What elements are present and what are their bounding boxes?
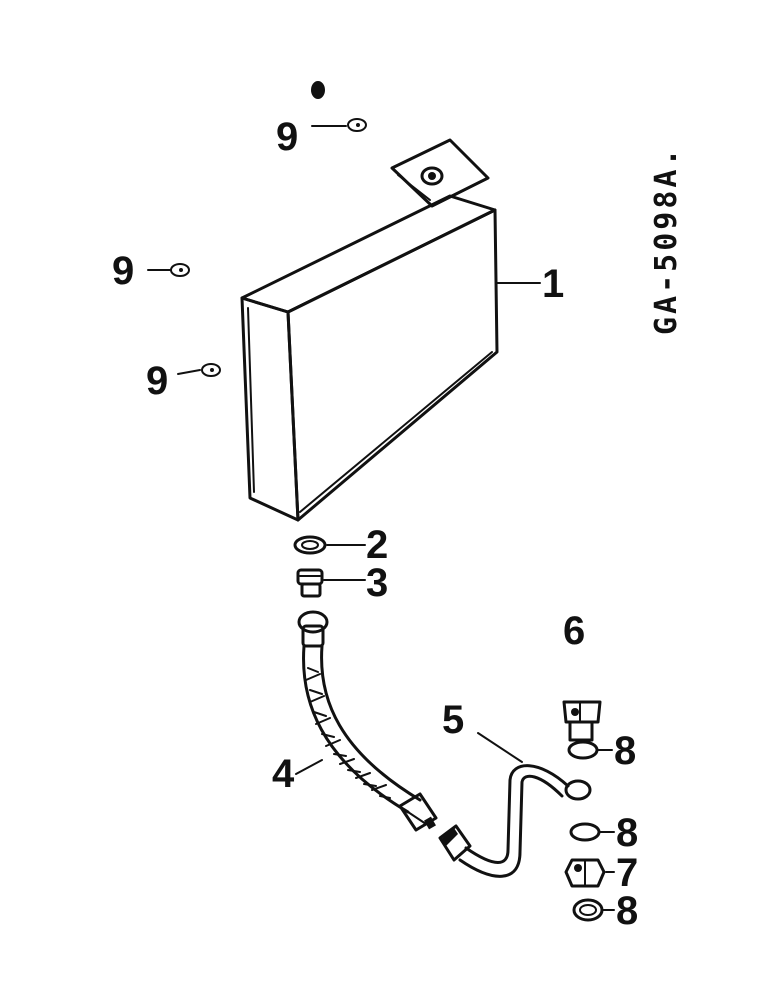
adapter-fitting [296, 568, 366, 598]
callout-7: 7 [616, 851, 638, 895]
braided-hose [297, 610, 438, 832]
callout-9-lower: 9 [146, 359, 168, 403]
callout-4: 4 [272, 752, 295, 796]
callout-9-left: 9 [112, 249, 134, 293]
callout-8-upper: 8 [614, 729, 636, 773]
washer-middle [569, 822, 615, 842]
callout-2: 2 [366, 523, 388, 567]
washer-lower-group [177, 363, 221, 377]
callout-8-lower: 8 [616, 889, 638, 933]
leader-lines [295, 282, 541, 775]
washer-left-group [147, 263, 190, 277]
bent-tube [438, 764, 592, 878]
gasket [293, 535, 366, 555]
drawing-code: GA-5098A. [649, 145, 684, 335]
washer-upper [567, 740, 613, 760]
callout-3: 3 [366, 561, 388, 605]
cooler-body [240, 138, 499, 522]
callout-8-middle: 8 [616, 811, 638, 855]
washer-lower [572, 898, 615, 922]
washer-top-group [311, 81, 367, 132]
callout-1: 1 [542, 262, 564, 306]
hex-nut [564, 858, 615, 888]
callout-5: 5 [442, 698, 464, 742]
banjo-bolt [562, 700, 602, 742]
callout-6: 6 [563, 609, 585, 653]
callout-9-top: 9 [276, 115, 298, 159]
